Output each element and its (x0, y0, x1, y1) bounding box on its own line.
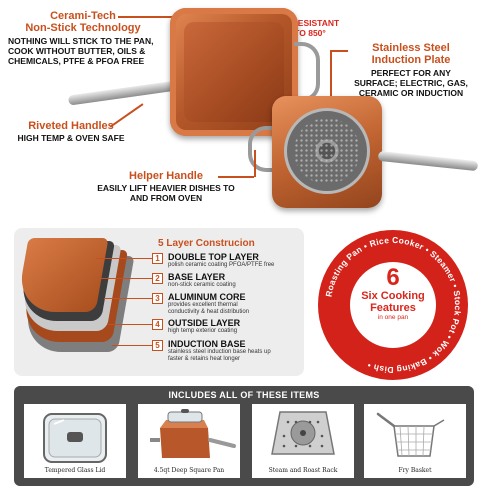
induction-subtitle: Induction Plate (371, 54, 451, 66)
induction-text-1: PERFECT FOR ANY (371, 68, 451, 78)
square-pan-icon (150, 409, 236, 458)
layer-leader-3 (104, 298, 152, 299)
ceramitech-callout-line (118, 16, 210, 18)
heat-resistant-line2: UP TO 850° (280, 28, 326, 38)
helper-text-1: EASILY LIFT HEAVIER DISHES TO (97, 183, 235, 193)
badge-line2: Features (370, 302, 416, 314)
induction-callout-line (330, 50, 348, 52)
helper-callout-line (218, 176, 254, 178)
include-item-fry-basket: Fry Basket (364, 404, 466, 478)
ceramitech-title: Cerami-Tech (50, 10, 116, 22)
badge-number: 6 (386, 264, 400, 291)
induction-plate-pattern (294, 118, 360, 184)
layer-number: 1 (152, 253, 163, 264)
layer-shape-1 (15, 238, 109, 312)
layer-name: BASE LAYER (168, 272, 226, 282)
layer-desc: provides excellent thermal (168, 302, 238, 308)
include-item-label: Fry Basket (398, 467, 432, 474)
induction-text-2: SURFACE; ELECTRIC, GAS, (354, 78, 468, 88)
layer-leader-2 (100, 278, 152, 279)
riveted-handle (67, 80, 179, 106)
helper-title: Helper Handle (129, 170, 203, 182)
layer-desc: polish ceramic coating PFOA/PTFE free (168, 262, 275, 268)
helper-handle (248, 126, 276, 172)
layer-name: INDUCTION BASE (168, 339, 246, 349)
layer-desc: high temp exterior coating (168, 328, 238, 334)
layer-desc-2: faster & retains heat longer (168, 356, 241, 362)
include-item-label: Tempered Glass Lid (44, 467, 106, 474)
helper-handle-loop (294, 42, 320, 102)
ceramitech-text-3: CHEMICALS, PTFE & PFOA FREE (8, 56, 145, 66)
heat-resistant-callout: HEAT RESISTANT UP TO 850° (258, 18, 348, 38)
ceramitech-text-1: NOTHING WILL STICK TO THE PAN, (8, 36, 154, 46)
riveted-callout: Riveted Handles HIGH TEMP & OVEN SAFE (6, 120, 136, 143)
long-handle (377, 150, 479, 172)
include-item-square-pan: 4.5qt Deep Square Pan (138, 404, 240, 478)
layer-leader-5 (112, 345, 152, 346)
induction-callout-line-v (330, 50, 332, 110)
fry-basket-icon (376, 412, 445, 457)
induction-title: Stainless Steel (372, 42, 450, 54)
steam-rack-icon (271, 411, 335, 455)
ceramitech-callout: Cerami-Tech Non-Stick Technology NOTHING… (8, 10, 158, 66)
helper-callout-line-v (254, 150, 256, 177)
badge-line1: Six Cooking (361, 290, 425, 302)
badge-ring: Roasting Pan • Rice Cooker • Steamer • S… (324, 235, 463, 376)
layer-leader-4 (108, 324, 152, 325)
ring-item-1: Rice Cooker (368, 235, 426, 252)
riveted-text: HIGH TEMP & OVEN SAFE (17, 133, 125, 143)
ceramitech-subtitle: Non-Stick Technology (25, 22, 141, 34)
layer-number: 4 (152, 319, 163, 330)
include-item-label: 4.5qt Deep Square Pan (153, 467, 225, 474)
ring-item-3: Stock Pot (447, 290, 463, 336)
layer-number: 3 (152, 293, 163, 304)
glass-lid-icon (43, 413, 107, 463)
layer-name: OUTSIDE LAYER (168, 318, 241, 328)
helper-callout: Helper Handle EASILY LIFT HEAVIER DISHES… (76, 170, 256, 203)
badge-center (350, 262, 436, 348)
layer-desc-2: conductivity & heat distribution (168, 309, 250, 315)
layer-name: DOUBLE TOP LAYER (168, 252, 259, 262)
riveted-title: Riveted Handles (28, 120, 114, 132)
induction-text-3: CERAMIC OR INDUCTION (358, 88, 464, 98)
ceramitech-text-2: COOK WITHOUT BUTTER, OILS & (8, 46, 146, 56)
include-item-steam-rack: Steam and Roast Rack (252, 404, 354, 478)
include-item-label: Steam and Roast Rack (268, 467, 338, 474)
layers-title: 5 Layer Construcion (158, 238, 255, 249)
induction-callout: Stainless Steel Induction Plate PERFECT … (336, 42, 486, 98)
includes-title: INCLUDES ALL OF THESE ITEMS (168, 390, 320, 400)
layer-leader-1 (96, 258, 152, 259)
include-item-glass-lid: Tempered Glass Lid (24, 404, 126, 478)
layer-number: 2 (152, 273, 163, 284)
layer-stack-illustration (15, 238, 135, 356)
badge-text: 6 Six Cooking Features in one pan (350, 266, 436, 322)
helper-text-2: AND FROM OVEN (129, 193, 203, 203)
pan-cooking-surface (184, 22, 284, 122)
layer-desc: stainless steel induction base heats up (168, 349, 271, 355)
layer-desc: non-stick ceramic coating (168, 282, 236, 288)
layer-name: ALUMINUM CORE (168, 292, 246, 302)
heat-resistant-line1: HEAT RESISTANT (266, 18, 340, 28)
badge-line3: in one pan (377, 314, 409, 321)
ring-item-5: Baking Dish (372, 357, 428, 376)
induction-pan-image (248, 96, 479, 216)
layer-number: 5 (152, 340, 163, 351)
